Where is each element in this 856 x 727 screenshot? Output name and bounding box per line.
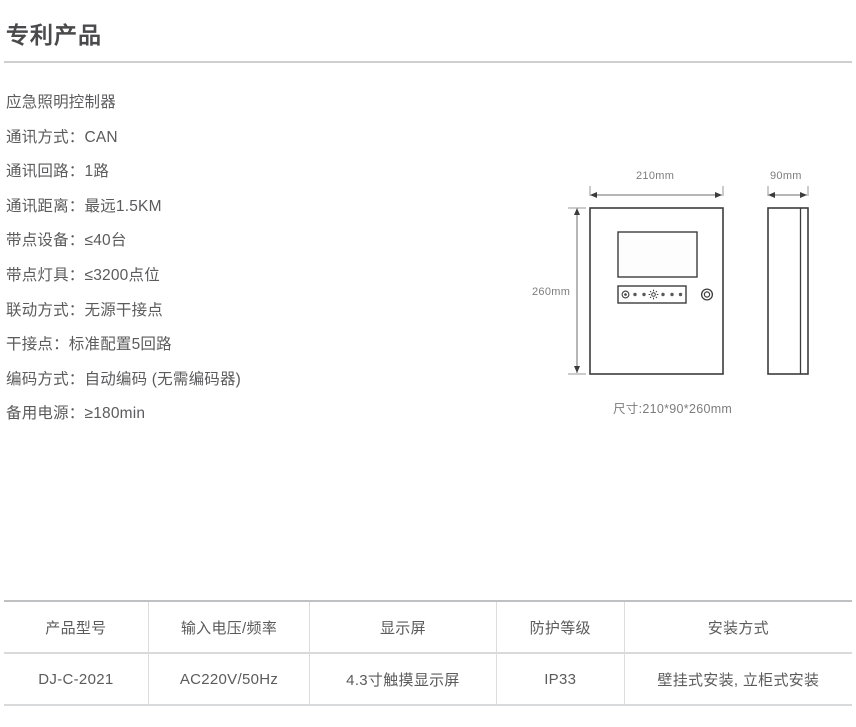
page-title: 专利产品 (6, 22, 102, 48)
spec-line-communication-type: 通讯方式：CAN (6, 128, 118, 146)
depth-dimension-line (767, 186, 809, 198)
led-dot (661, 292, 665, 297)
led-dot (678, 292, 683, 297)
height-dimension-line (568, 207, 586, 375)
table-header-row: 产品型号 输入电压/频率 显示屏 防护等级 安装方式 (4, 600, 852, 654)
spec-line-backup-power: 备用电源：≥180min (6, 405, 146, 423)
table-row: DJ-C-2021 AC220V/50Hz 4.3寸触摸显示屏 IP33 壁挂式… (4, 653, 852, 706)
table-header-protection: 防护等级 (495, 600, 625, 654)
spec-line-communication-loops: 通讯回路：1路 (6, 163, 110, 181)
front-view-display-screen (617, 231, 698, 278)
spec-line-lamp-capacity: 带点灯具：≤3200点位 (6, 266, 160, 284)
side-view-enclosure (767, 207, 809, 375)
spec-line-communication-range: 通讯距离：最远1.5KM (6, 197, 162, 215)
table-header-display: 显示屏 (309, 600, 497, 654)
title-divider (4, 61, 852, 63)
diagram-drawing (568, 186, 809, 375)
specification-list: 应急照明控制器 通讯方式：CAN 通讯回路：1路 通讯距离：最远1.5KM 带点… (6, 86, 476, 432)
specification-table: 产品型号 输入电压/频率 显示屏 防护等级 安装方式 DJ-C-2021 AC2… (4, 600, 852, 706)
table-header-input-voltage: 输入电压/频率 (147, 600, 310, 654)
width-dimension-line (589, 186, 724, 198)
table-header-installation: 安装方式 (623, 600, 852, 654)
table-cell-model: DJ-C-2021 (4, 653, 149, 706)
spec-line-dry-contact: 干接点：标准配置5回路 (6, 336, 172, 354)
spec-line-encoding-method: 编码方式：自动编码 (无需编码器) (6, 370, 242, 388)
led-dot (670, 292, 674, 297)
brightness-icon (648, 289, 659, 300)
table-header-model: 产品型号 (4, 600, 149, 654)
led-dot (633, 292, 637, 297)
spec-line-linkage-type: 联动方式：无源干接点 (6, 301, 164, 319)
dimension-label-height: 260mm (532, 286, 571, 298)
table-cell-input-voltage: AC220V/50Hz (147, 653, 310, 706)
table-cell-installation: 壁挂式安装, 立柜式安装 (623, 653, 852, 706)
spec-line-product-name: 应急照明控制器 (6, 94, 116, 111)
product-dimension-diagram: 210mm 90mm 260mm (520, 150, 856, 435)
diagram-caption: 尺寸:210*90*260mm (613, 402, 733, 416)
table-cell-protection: IP33 (495, 653, 625, 706)
dimension-label-depth: 90mm (770, 170, 802, 182)
table-cell-display: 4.3寸触摸显示屏 (309, 653, 497, 706)
led-dot (642, 292, 646, 297)
door-lock-icon (700, 288, 714, 301)
dimension-label-width: 210mm (636, 170, 675, 182)
buzzer-icon (621, 290, 630, 299)
spec-line-device-capacity: 带点设备：≤40台 (6, 232, 127, 250)
